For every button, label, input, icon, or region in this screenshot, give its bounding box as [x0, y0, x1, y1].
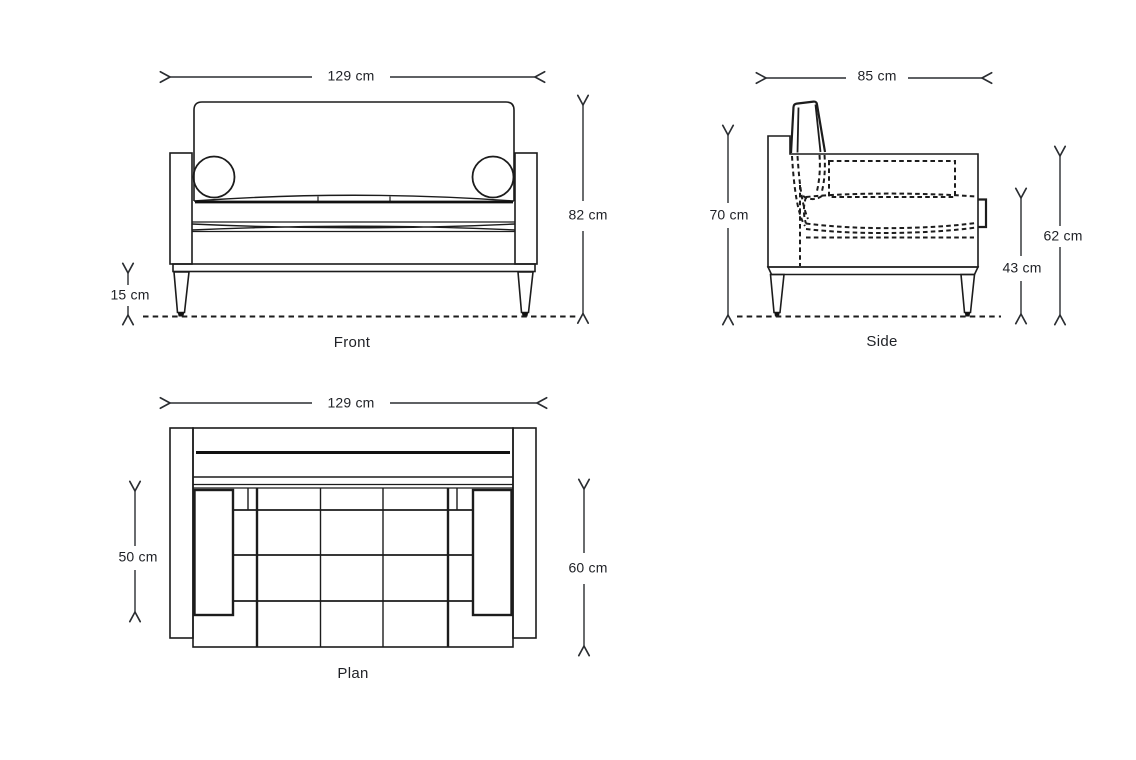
front-left-arm — [169, 152, 193, 265]
front-left-bolster — [192, 155, 236, 199]
front-right-foot — [521, 312, 529, 317]
front-leg-height-label: 15 cm — [108, 286, 152, 303]
plan-left-arm-outer — [169, 427, 194, 639]
front-base-rail — [172, 263, 536, 273]
side-view-drawing — [737, 100, 1001, 318]
plan-seat-depth-label: 50 cm — [116, 548, 160, 565]
front-right-leg — [517, 271, 534, 314]
front-left-foot — [177, 312, 185, 317]
plan-body — [192, 427, 514, 648]
plan-dimension-arrows — [128, 396, 591, 657]
side-rear-leg — [960, 273, 976, 314]
side-rear-foot — [964, 312, 971, 317]
front-right-bolster — [471, 155, 515, 199]
plan-width-label: 129 cm — [325, 394, 377, 411]
front-right-arm — [514, 152, 538, 265]
plan-view-drawing — [169, 427, 537, 648]
side-back-cushion — [789, 100, 827, 154]
front-left-leg — [173, 271, 190, 314]
side-handle — [978, 198, 988, 229]
side-arm-height-label: 62 cm — [1041, 227, 1085, 244]
front-dimension-arrows — [121, 70, 590, 326]
front-view-title: Front — [333, 333, 371, 351]
front-view-drawing — [143, 101, 578, 318]
plan-cushion-grid — [233, 488, 473, 647]
front-piping — [191, 223, 516, 231]
side-front-foot — [774, 312, 780, 317]
side-front-leg — [769, 273, 785, 314]
side-hidden-lines — [791, 154, 977, 266]
side-base-rail — [766, 266, 980, 276]
side-dimension-arrows — [721, 71, 1067, 326]
side-seat-height-label: 43 cm — [1000, 259, 1044, 276]
plan-depth-label: 60 cm — [566, 559, 610, 576]
front-backrest — [193, 101, 515, 201]
plan-right-arm-inner — [471, 488, 513, 617]
side-depth-label: 85 cm — [855, 67, 899, 84]
side-height-label: 70 cm — [707, 206, 751, 223]
side-view-title: Side — [866, 332, 898, 350]
front-seat-cushion — [193, 194, 515, 202]
plan-right-arm-outer — [512, 427, 537, 639]
plan-left-arm-inner — [193, 488, 235, 617]
front-width-label: 129 cm — [325, 67, 377, 84]
front-height-label: 82 cm — [566, 206, 610, 223]
plan-view-title: Plan — [337, 664, 369, 682]
